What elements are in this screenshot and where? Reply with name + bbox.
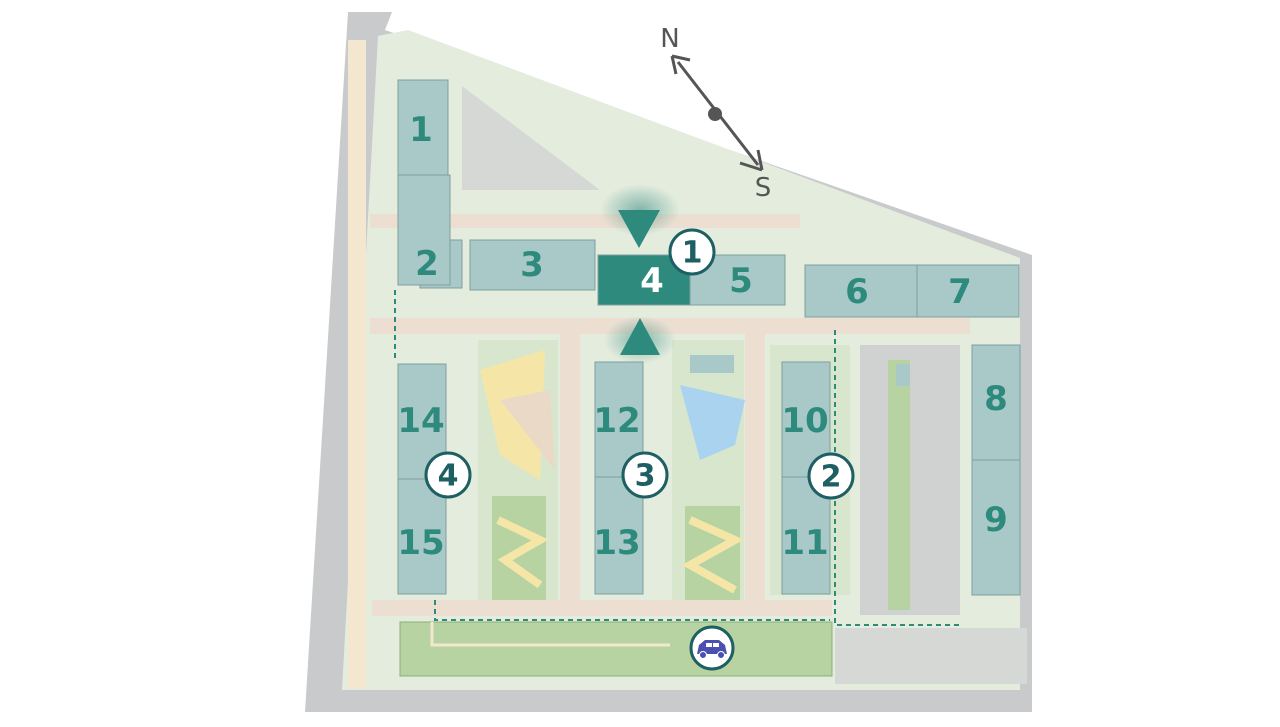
building-8-footprint (971, 344, 1021, 461)
building-6-label: 6 (845, 272, 869, 312)
building-3-label: 3 (520, 245, 544, 285)
building-12-label: 12 (593, 401, 640, 441)
courtyard-east (672, 340, 745, 600)
compass-south-label: S (755, 173, 772, 203)
building-2[interactable]: 2 (397, 174, 463, 289)
section-badge-1[interactable]: 1 (668, 228, 716, 276)
building-11-label: 11 (781, 523, 828, 563)
section-badge-2-label: 2 (821, 460, 842, 495)
pointer-down (618, 210, 660, 248)
top-parking (462, 86, 600, 190)
building-9-footprint (971, 459, 1021, 596)
parking-median (888, 360, 910, 610)
building-2-footprint (397, 174, 451, 286)
building-8-label: 8 (984, 379, 1008, 419)
section-badge-1-label: 1 (682, 236, 703, 271)
building-15-label: 15 (397, 523, 444, 563)
bottom-parking-lot (835, 628, 1027, 684)
building-1-label: 1 (409, 110, 433, 150)
section-badge-2[interactable]: 2 (807, 452, 855, 500)
car-icon (697, 640, 727, 659)
dashed-route (394, 290, 960, 626)
bottom-park (399, 621, 833, 677)
park-path (430, 622, 670, 647)
compass-center (708, 107, 722, 121)
building-2-label: 2 (415, 244, 439, 284)
building-13[interactable]: 13 (593, 476, 644, 595)
internal-paths (370, 214, 970, 616)
building-7[interactable]: 7 (916, 264, 1020, 318)
section-badge-1-ring (668, 228, 716, 276)
building-7-label: 7 (948, 272, 972, 312)
section-badge-3-ring (621, 451, 669, 499)
section-badge-3-label: 3 (635, 459, 656, 494)
building-4-label: 4 (640, 261, 664, 301)
pointer-up (620, 318, 660, 355)
building-3-footprint (469, 239, 596, 291)
building-13-label: 13 (593, 523, 640, 563)
building-1[interactable]: 1 (397, 79, 449, 181)
compass-north-arrow (670, 54, 691, 75)
section-badge-4[interactable]: 4 (424, 451, 472, 499)
section-badge-4-ring (424, 451, 472, 499)
building-8[interactable]: 8 (971, 344, 1021, 461)
pond (680, 385, 745, 460)
section-badge-4-label: 4 (438, 459, 459, 494)
sidewalk-left (348, 40, 366, 688)
building-15[interactable]: 15 (397, 478, 447, 595)
building-14-label: 14 (397, 401, 444, 441)
building-9[interactable]: 9 (971, 459, 1021, 596)
building-9-label: 9 (984, 500, 1008, 540)
compass-north-label: N (660, 24, 679, 54)
section-badge-3[interactable]: 3 (621, 451, 669, 499)
section-badge-2-ring (807, 452, 855, 500)
building-15-footprint (397, 478, 447, 595)
compass-south-arrow (739, 149, 764, 172)
building-7-footprint (916, 264, 1020, 318)
compass: N S (660, 24, 771, 203)
building-6-footprint (804, 264, 918, 318)
building-6[interactable]: 6 (804, 264, 918, 318)
building-13-footprint (594, 476, 644, 595)
parking-badge[interactable] (689, 625, 735, 671)
parking-kiosk (896, 364, 910, 386)
courtyard-west (478, 340, 558, 600)
building-5-label: 5 (729, 261, 753, 301)
building-10-label: 10 (781, 401, 828, 441)
building-3[interactable]: 3 (469, 239, 596, 291)
